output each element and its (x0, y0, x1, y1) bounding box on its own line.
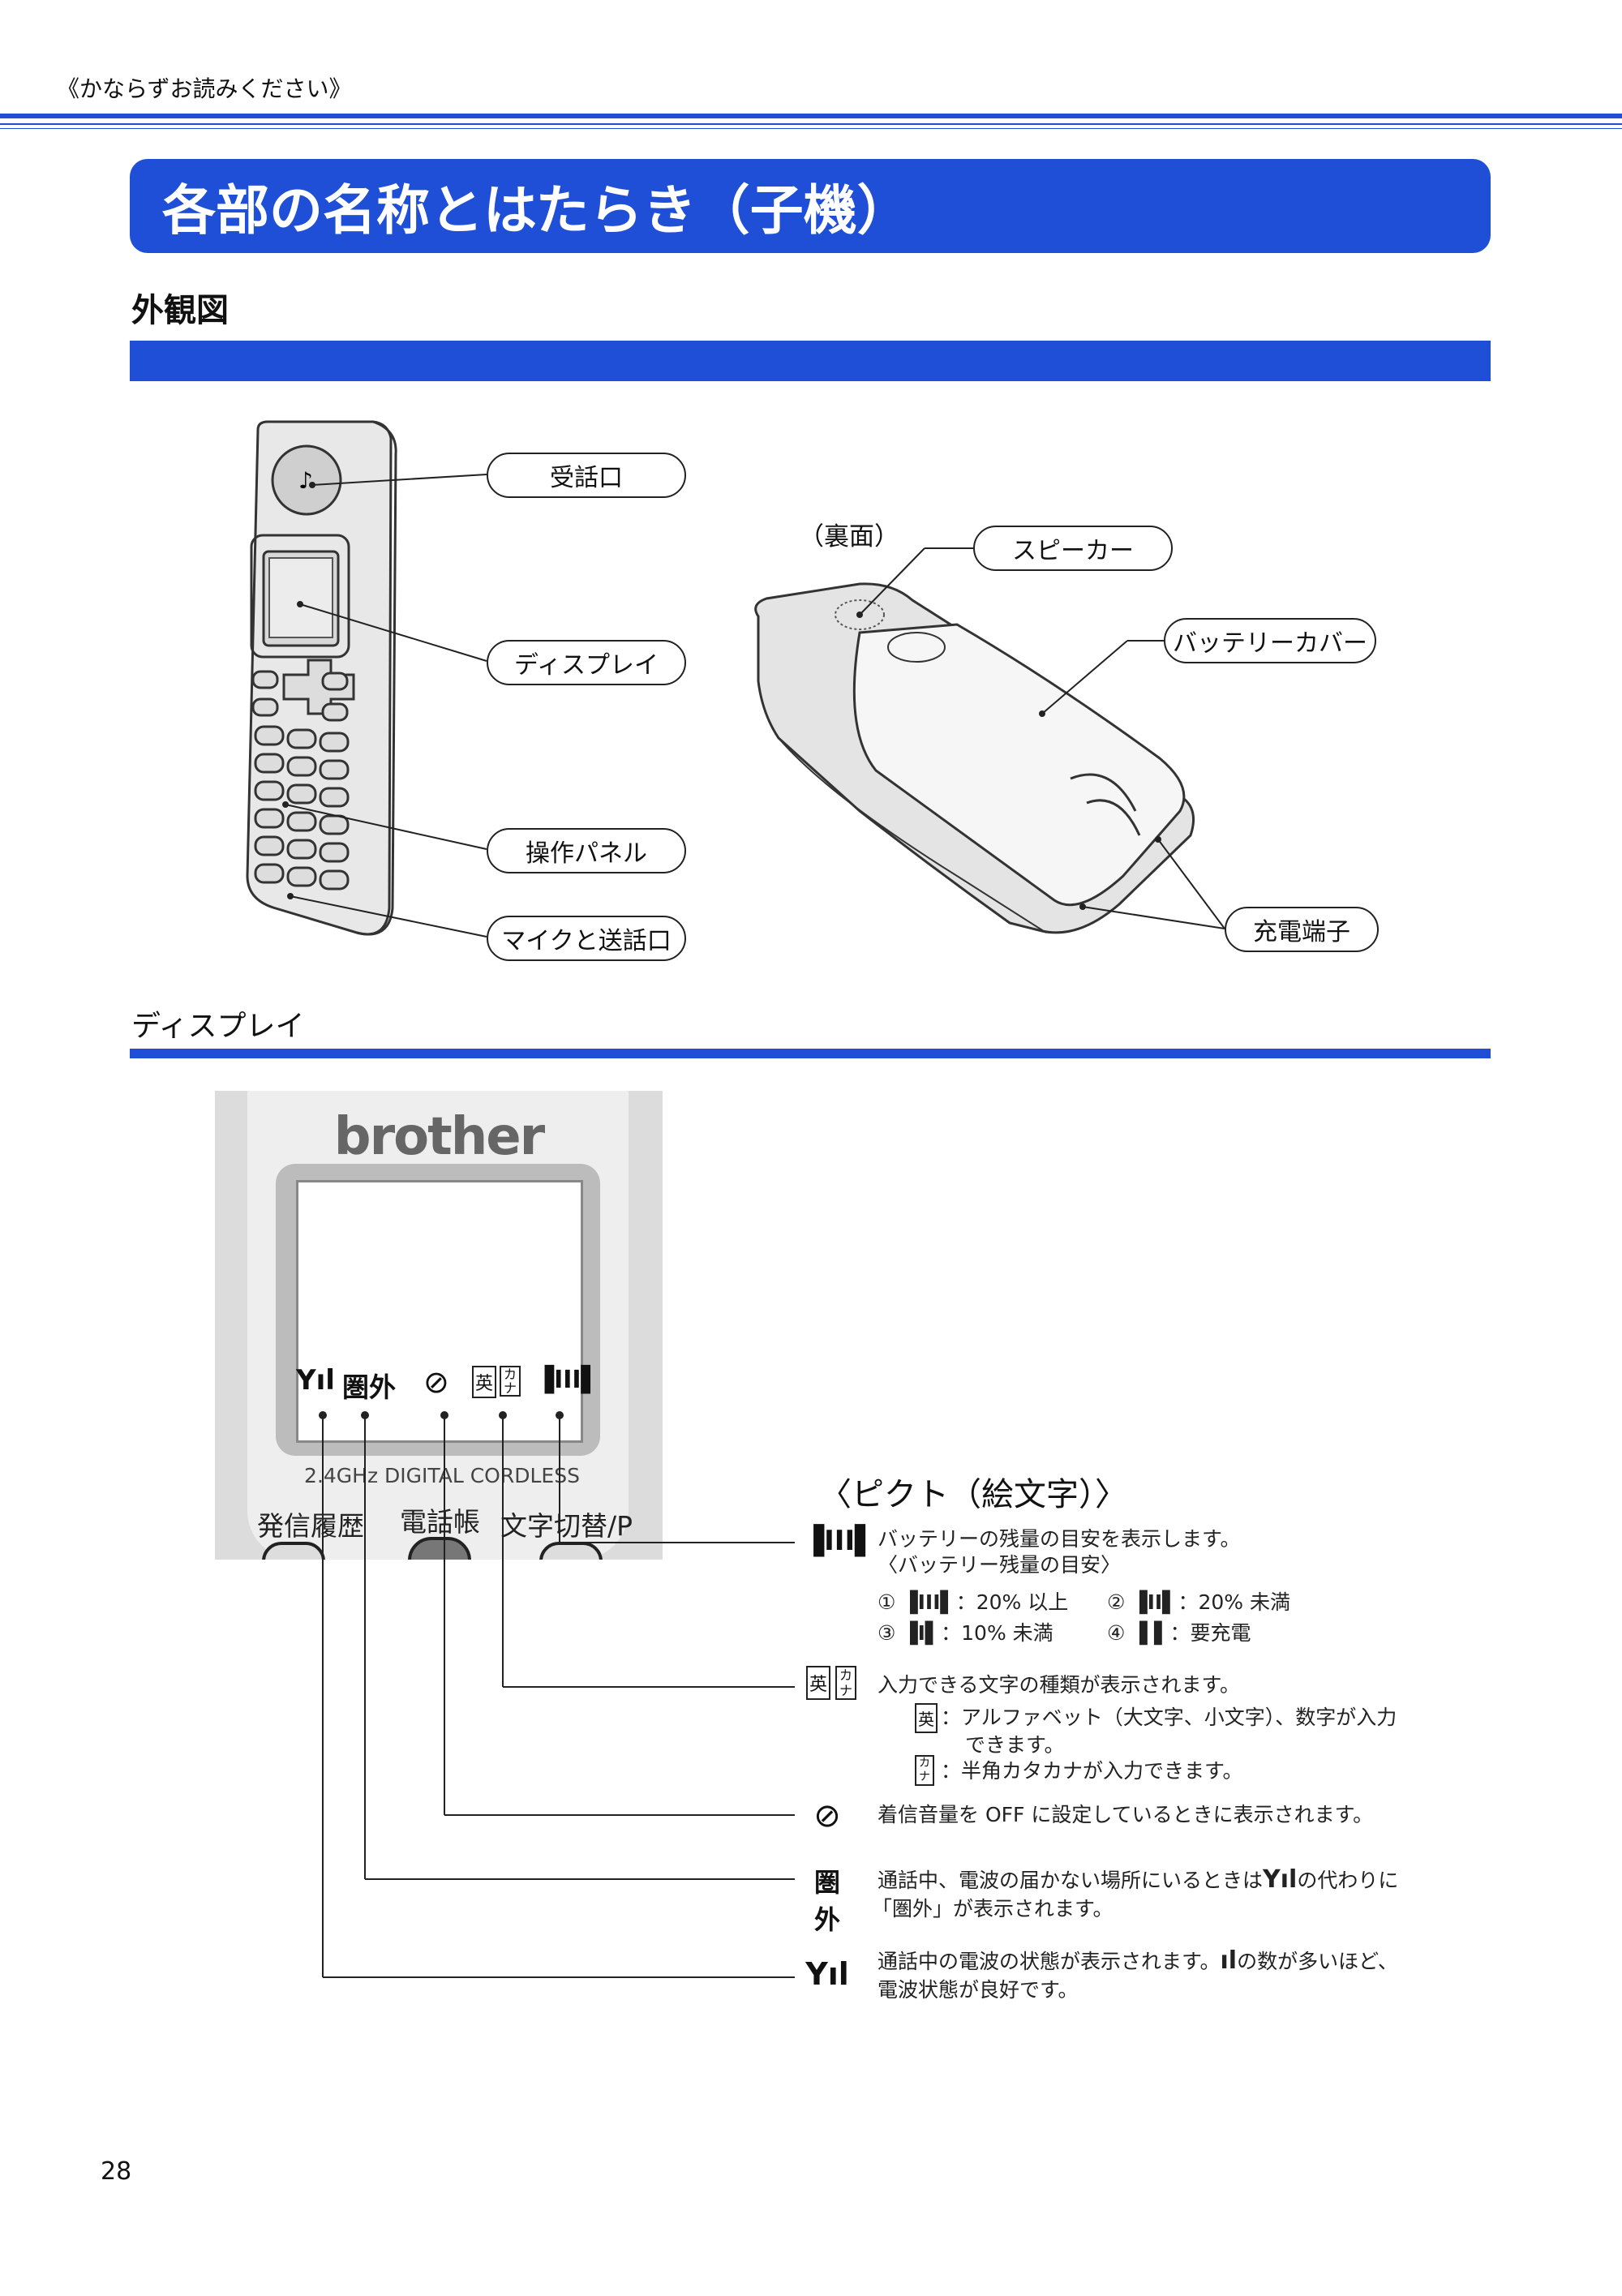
softkey-button (408, 1537, 471, 1560)
page-number: 28 (101, 2157, 132, 2186)
section-heading-exterior: 外観図 (131, 292, 229, 329)
softkey-char-switch: 文字切替/P (500, 1510, 633, 1542)
label-control-panel: 操作パネル (487, 828, 686, 873)
label-back-side: （裏面） (799, 522, 899, 551)
input-mode-desc: 入力できる文字の種類が表示されます。 (878, 1673, 1241, 1697)
lcd-kana-icon: カナ (500, 1366, 521, 1397)
lcd-silent-icon: ⊘ (423, 1364, 449, 1400)
label-battery-cover: バッテリーカバー (1164, 618, 1376, 663)
battery-level-text: ：20% 以上 (955, 1590, 1069, 1614)
exterior-diagram: ♪ (246, 420, 1225, 938)
out-of-range-desc-text: 通話中、電波の届かない場所にいるときは (878, 1869, 1264, 1892)
band-label: 2.4GHz DIGITAL CORDLESS (304, 1464, 580, 1487)
eng-mode-desc: ：アルファベット（大文字、小文字）、数字が入力 (941, 1706, 1397, 1729)
lcd-battery-icon: ▐III▌ (535, 1366, 600, 1394)
section-heading-display: ディスプレイ (131, 1010, 305, 1043)
signal-desc-line2: 電波状態が良好です。 (878, 1978, 1079, 2002)
label-microphone: マイクと送話口 (487, 916, 686, 961)
battery-level-2: ② ▐II▌：20% 未満 (1107, 1588, 1290, 1617)
header-rule (0, 114, 1622, 118)
battery-empty-icon: ▐ ▌ (1131, 1621, 1170, 1645)
display-leader-lines (319, 1411, 795, 1978)
softkey-history: 発信履歴 (257, 1510, 364, 1542)
lcd-eng-icon: 英 (472, 1366, 497, 1398)
battery-level-number: ③ (878, 1621, 896, 1645)
ringer-off-desc: 着信音量を OFF に設定しているときに表示されます。 (878, 1803, 1374, 1826)
header-rule-thin (0, 123, 1622, 125)
signal-desc-text: 通話中の電波の状態が表示されます。 (878, 1950, 1221, 1973)
battery-level-number: ④ (1107, 1621, 1126, 1645)
out-of-range-icon: 圏外 (813, 1867, 840, 1935)
antenna-icon: Yıl (805, 1956, 849, 1992)
out-of-range-desc-text: の代わりに (1297, 1869, 1399, 1892)
battery-icon: ▐III▌ (803, 1525, 877, 1557)
antenna-icon: Yıl (1263, 1865, 1298, 1894)
ringer-off-icon: ⊘ (813, 1797, 841, 1835)
eng-mode-desc-cont: できます。 (965, 1733, 1065, 1757)
brand-logo: brother (333, 1107, 545, 1167)
label-display: ディスプレイ (487, 640, 686, 685)
battery-level-text: ：20% 未満 (1178, 1590, 1290, 1614)
section-bar (130, 341, 1491, 381)
header-rule-thin (0, 128, 1622, 129)
eng-mode-icon: 英 (915, 1703, 938, 1733)
handset-front-illustration: ♪ (246, 420, 397, 936)
battery-one-bar-icon: ▐I▌ (902, 1621, 942, 1645)
battery-level-number: ① (878, 1590, 896, 1614)
leader-lines-back (859, 547, 1225, 929)
kana-mode-icon: カナ (835, 1666, 856, 1700)
softkey-phonebook: 電話帳 (400, 1506, 480, 1538)
svg-text:♪: ♪ (298, 467, 313, 494)
page-title: 各部の名称とはたらき（子機） (130, 159, 1491, 253)
battery-desc: バッテリーの残量の目安を表示します。 (878, 1527, 1241, 1551)
battery-level-3: ③ ▐I▌：10% 未満 (878, 1619, 1053, 1648)
battery-subheading: 〈バッテリー残量の目安〉 (878, 1553, 1122, 1577)
pictogram-title: 〈ピクト（絵文字）〉 (819, 1476, 1127, 1513)
battery-level-text: ：要充電 (1169, 1621, 1251, 1645)
kana-mode-icon: カナ (915, 1755, 934, 1786)
battery-level-1: ① ▐III▌：20% 以上 (878, 1588, 1068, 1617)
battery-level-number: ② (1107, 1590, 1126, 1614)
signal-desc: 通話中の電波の状態が表示されます。ılの数が多いほど、 (878, 1946, 1398, 1976)
out-of-range-desc: 通話中、電波の届かない場所にいるときはYılの代わりに (878, 1865, 1398, 1895)
lcd-out-of-range-icon: 圏外 (342, 1371, 396, 1403)
signal-desc-text: の数が多いほど、 (1237, 1950, 1398, 1973)
lcd-screen (296, 1180, 583, 1443)
section-rule (130, 1049, 1491, 1058)
reading-notice: 《かならずお読みください》 (57, 75, 352, 102)
label-receiver: 受話口 (487, 453, 686, 498)
out-of-range-desc-line2: 「圏外」が表示されます。 (872, 1897, 1114, 1920)
lcd-antenna-icon: Yıl (296, 1364, 335, 1397)
battery-level-text: ：10% 未満 (941, 1621, 1053, 1645)
label-charge-terminal: 充電端子 (1225, 907, 1379, 952)
signal-bars-icon: ıl (1220, 1946, 1238, 1975)
battery-level-4: ④ ▐ ▌：要充電 (1107, 1619, 1251, 1648)
display-closeup: brother 2.4GHz DIGITAL CORDLESS 発信履歴 電話帳… (215, 1091, 663, 1560)
eng-mode-icon: 英 (806, 1666, 831, 1700)
kana-mode-desc: ：半角カタカナが入力できます。 (941, 1759, 1243, 1783)
battery-full-icon: ▐III▌ (902, 1590, 956, 1614)
label-speaker: スピーカー (973, 526, 1173, 571)
battery-two-bar-icon: ▐II▌ (1131, 1590, 1178, 1614)
leader-lines-front (285, 474, 487, 938)
